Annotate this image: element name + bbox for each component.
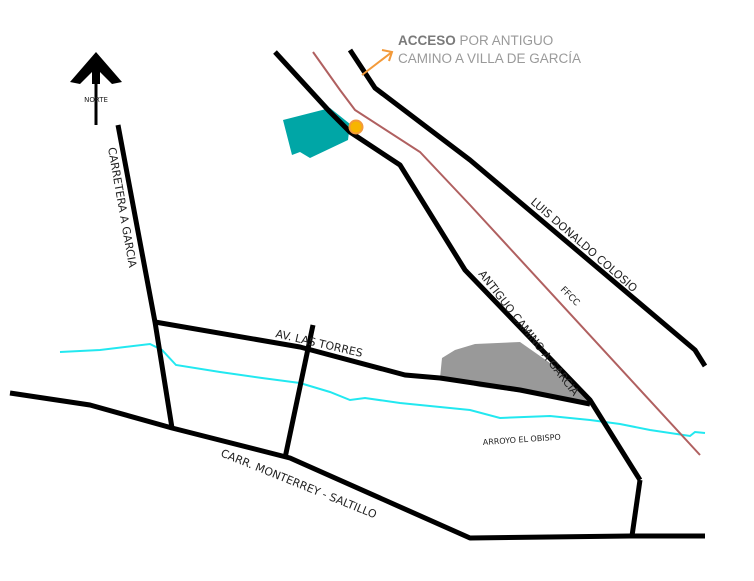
road-av-las-torres	[154, 319, 591, 407]
access-marker-icon	[348, 119, 364, 135]
access-line2: CAMINO A VILLA DE GARCÍA	[398, 51, 582, 66]
access-bold: ACCESO	[398, 33, 456, 48]
river-arroyo-el-obispo	[59, 342, 706, 438]
north-label: NORTE	[84, 96, 108, 104]
road-colosio	[347, 48, 708, 368]
label-colosio: LUIS DONALDO COLOSIO	[528, 195, 640, 295]
road-antiguo-camino	[273, 50, 643, 482]
north-arrow-icon	[70, 52, 122, 125]
road-connector	[282, 324, 316, 459]
road-carretera-garcia	[115, 124, 175, 429]
access-note: ACCESO POR ANTIGUO CAMINO A VILLA DE GAR…	[398, 32, 581, 68]
road-monterrey-saltillo	[9, 390, 705, 541]
access-line1: POR ANTIGUO	[459, 33, 554, 48]
access-arrow-icon	[361, 49, 394, 76]
site-polygon	[283, 108, 350, 158]
railway-ffcc	[312, 51, 701, 456]
road-east-connector	[629, 479, 643, 537]
gray-zone	[440, 342, 590, 402]
label-arroyo: ARROYO EL OBISPO	[483, 433, 562, 447]
